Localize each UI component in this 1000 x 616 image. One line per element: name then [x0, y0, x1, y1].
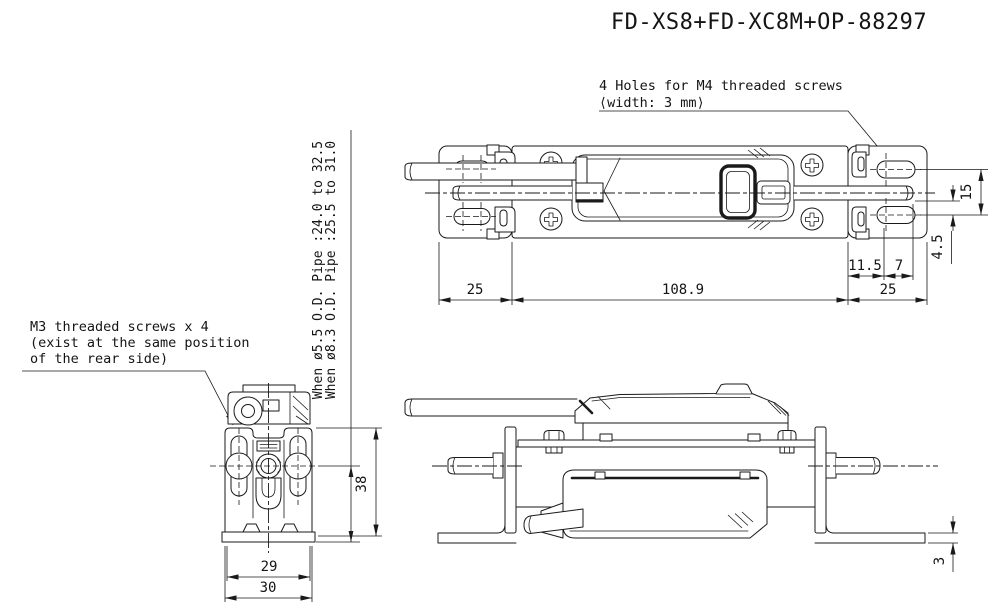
- pipe-bore-hatch: [255, 459, 282, 473]
- display-inner: [726, 171, 750, 213]
- m4-note-line2: ⟨width: 3 mm⟩: [599, 95, 705, 111]
- lower-housing-hatch: [727, 511, 754, 529]
- cable-gland: [262, 399, 280, 412]
- bracket-foot-tab: [242, 523, 261, 533]
- mode-button-inner: [761, 185, 786, 200]
- dim-bracket-width: 30: [260, 580, 277, 596]
- upper-housing: [574, 383, 789, 424]
- pipe-stop-block: [575, 182, 604, 203]
- latch-tab: [747, 433, 761, 442]
- head-hatch: [292, 395, 309, 425]
- dim-plate-thickness: 3: [932, 557, 948, 565]
- phillips-screws: [539, 151, 824, 231]
- dim-pipe-to-slot: 4.5: [930, 234, 946, 259]
- phillips-screw: [800, 153, 824, 177]
- latch-tab: [594, 471, 606, 480]
- connector-core: [241, 404, 255, 418]
- dim-slot-width: 7: [895, 258, 903, 274]
- side-lower-pipe: [523, 508, 584, 534]
- bracket-foot-tab: [280, 523, 299, 533]
- front-view: [210, 383, 360, 553]
- pipe-range-line1: When ø5.5 O.D. Pipe :24.0 to 32.5: [311, 141, 326, 399]
- m3-note-line3: of the rear side): [30, 351, 168, 367]
- housing-hatch-marks: [747, 147, 771, 231]
- side-view-dimensions: 3: [928, 516, 958, 572]
- phillips-screw: [539, 207, 563, 231]
- side-small-pipe-left: [447, 452, 504, 479]
- latch-tab: [599, 433, 613, 442]
- side-large-pipe: [404, 398, 578, 417]
- latch-tab: [739, 471, 751, 480]
- dim-body-width: 108.9: [662, 282, 704, 298]
- side-view: [404, 383, 938, 544]
- rail-screw: [777, 430, 797, 454]
- m3-note-line1: M3 threaded screws x 4: [30, 319, 209, 335]
- left-l-bracket: [437, 426, 517, 544]
- dim-slot-offset: 11.5: [848, 258, 882, 274]
- centerlines: [425, 153, 935, 231]
- dim-height: 38: [354, 476, 370, 493]
- display-window: [719, 164, 757, 220]
- m3-note-line2: (exist at the same position: [30, 335, 249, 351]
- dim-hole-span: 29: [261, 559, 278, 575]
- mounting-rail: [517, 439, 826, 448]
- m4-note-line1: 4 Holes for M4 threaded screws: [599, 78, 843, 94]
- upper-housing-hatch: [767, 400, 790, 416]
- drawing-title: FD-XS8+FD-XC8M+OP-88297: [611, 10, 927, 35]
- m4-leader-line: [599, 110, 889, 160]
- dim-right-bracket-width: 25: [880, 282, 897, 298]
- pipe-range-note: When ø5.5 O.D. Pipe :24.0 to 32.5 When ø…: [311, 130, 354, 542]
- top-view: [404, 144, 935, 240]
- phillips-screw: [800, 207, 824, 231]
- housing-facet-line: [603, 157, 621, 221]
- lower-housing: [562, 469, 768, 539]
- pipe-range-arrow-bottom: [348, 531, 354, 542]
- right-l-bracket: [814, 426, 926, 544]
- mode-button: [756, 180, 791, 205]
- top-view-dimensions: 11.5 7 25 108.9 25 15 4.5: [438, 169, 988, 305]
- side-small-pipe-right: [825, 452, 881, 479]
- large-pipe: [404, 162, 582, 181]
- m3-leader-line: [22, 370, 234, 426]
- rail-screw: [543, 430, 565, 454]
- pipe-range-line2: When ø8.3 O.D. Pipe :25.5 to 31.0: [324, 141, 339, 399]
- m3-screws-note: M3 threaded screws x 4 (exist at the sam…: [22, 319, 249, 426]
- front-view-dimensions: 38 29 30: [224, 427, 382, 602]
- pipe-range-arrow-top: [348, 466, 354, 477]
- dim-hole-pitch: 15: [959, 184, 975, 201]
- connector-ring: [233, 396, 263, 426]
- dim-left-bracket-width: 25: [467, 282, 484, 298]
